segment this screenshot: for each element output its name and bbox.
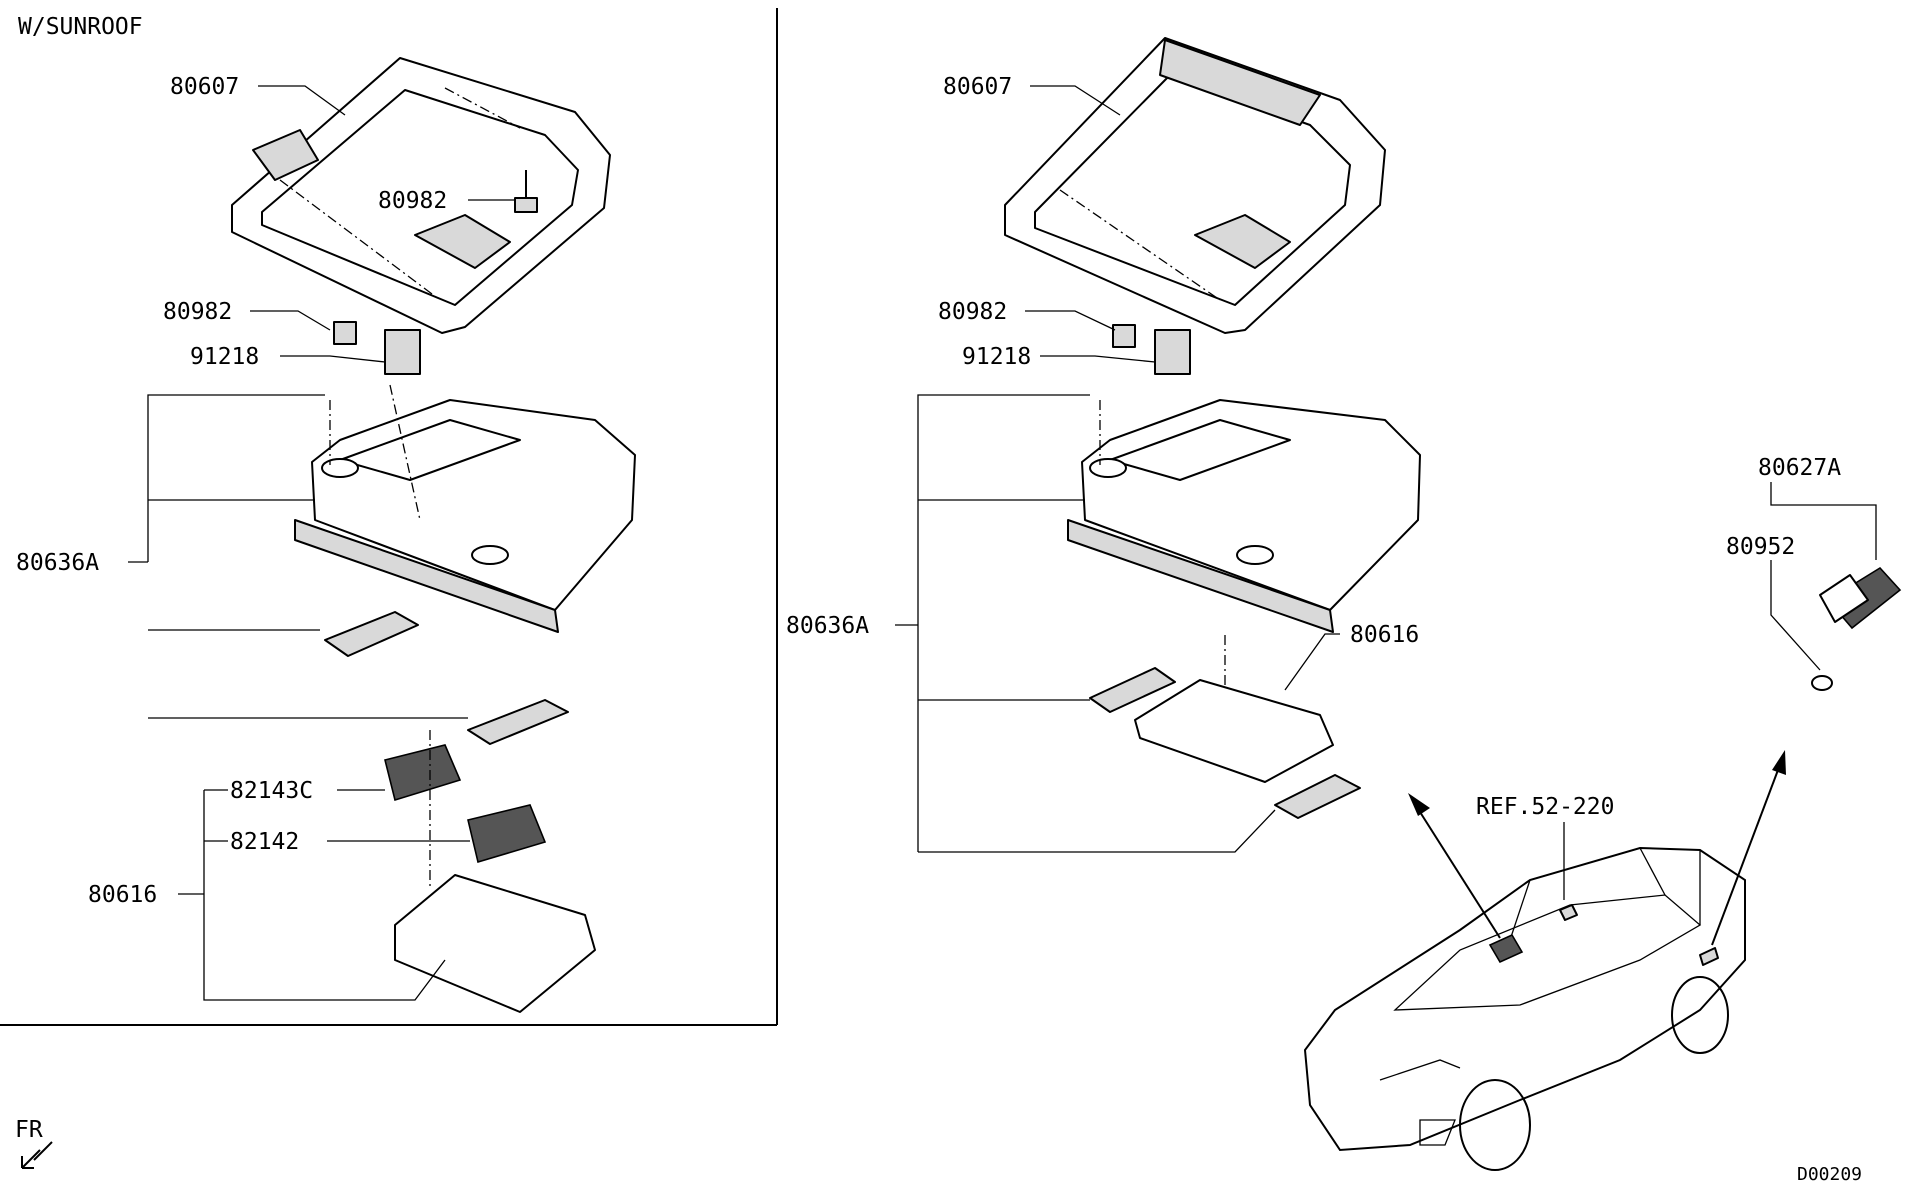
- variant-label: W/SUNROOF: [18, 14, 143, 40]
- callout-left-91218: 91218: [190, 344, 259, 370]
- callout-right-80982: 80982: [938, 299, 1007, 325]
- callout-left-80636A: 80636A: [16, 550, 99, 576]
- left-lens-assy-80616: [394, 730, 596, 1013]
- trunk-lamp-80627A: [1819, 566, 1902, 630]
- right-lens-a: [1089, 667, 1176, 713]
- sunroof-section-frame: [0, 8, 778, 1026]
- left-leaders: [128, 85, 515, 1001]
- callout-left-82142: 82142: [230, 829, 299, 855]
- right-leaders: [895, 85, 1877, 900]
- right-lens-assy-80616: [1134, 679, 1334, 783]
- left-lens-b: [467, 699, 569, 745]
- right-bolt-80982: [1112, 324, 1136, 348]
- vehicle-illustration: [1303, 846, 1746, 1171]
- pointer-arrows: [1408, 750, 1786, 946]
- callout-left-80982-lower: 80982: [163, 299, 232, 325]
- callout-left-80607: 80607: [170, 74, 239, 100]
- callout-left-82143C: 82143C: [230, 778, 313, 804]
- right-lamp-assy-80636A: [1067, 399, 1421, 690]
- left-lens-a: [324, 611, 419, 657]
- callout-right-80607: 80607: [943, 74, 1012, 100]
- callout-right-80636A: 80636A: [786, 613, 869, 639]
- right-clip-91218: [1154, 329, 1191, 375]
- front-marker-icon: [21, 1141, 53, 1169]
- left-clip-91218: [384, 329, 421, 375]
- callout-right-80952: 80952: [1726, 534, 1795, 560]
- callout-right-80616: 80616: [1350, 622, 1419, 648]
- front-marker-label: FR: [15, 1117, 43, 1143]
- left-bolt-lower-80982: [333, 321, 357, 345]
- callout-right-80627A: 80627A: [1758, 455, 1841, 481]
- left-switch-82143C: [384, 744, 462, 802]
- diagram-id: D00209: [1797, 1164, 1862, 1185]
- left-bracket-80607: [231, 57, 611, 334]
- callout-left-80982-upper: 80982: [378, 188, 447, 214]
- right-bracket-80607: [1004, 37, 1386, 334]
- left-bolt-upper-80982: [514, 170, 538, 213]
- left-switch-82142: [467, 804, 547, 864]
- callout-left-80616: 80616: [88, 882, 157, 908]
- left-lamp-assy-80636A: [294, 384, 636, 633]
- callout-right-91218: 91218: [962, 344, 1031, 370]
- bulb-80952: [1811, 675, 1833, 691]
- right-lens-b: [1274, 774, 1361, 819]
- callout-reference: REF.52-220: [1476, 794, 1614, 820]
